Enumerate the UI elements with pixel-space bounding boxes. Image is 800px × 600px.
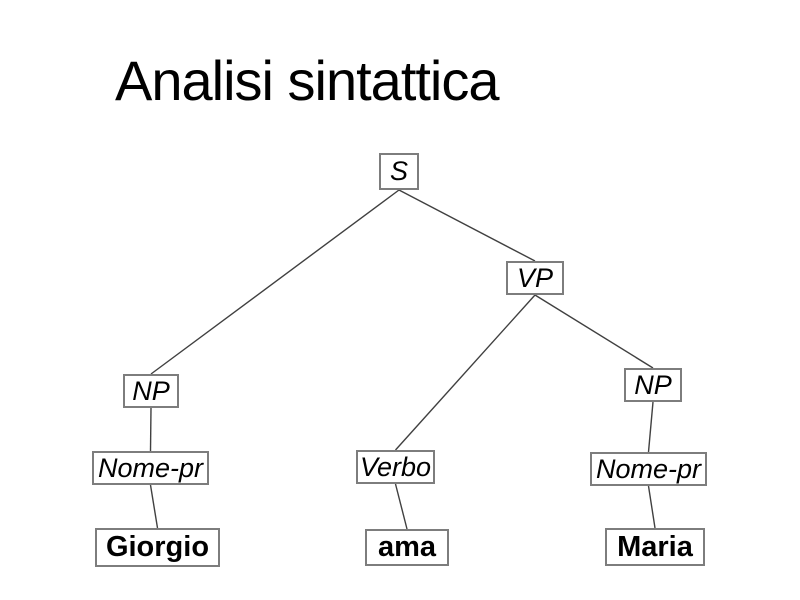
tree-node-giorgio: Giorgio <box>95 528 220 567</box>
tree-edge-nome-pr-left-to-giorgio <box>149 484 159 529</box>
tree-node-verbo: Verbo <box>356 450 435 484</box>
tree-node-vp: VP <box>506 261 564 295</box>
tree-node-nome-pr-right: Nome-pr <box>590 452 707 486</box>
slide-title: Analisi sintattica <box>115 49 500 112</box>
tree-edge-vp-to-np-right <box>534 294 654 369</box>
tree-node-s: S <box>379 153 419 190</box>
tree-edge-np-right-to-nome-pr-right <box>647 401 654 453</box>
tree-node-ama: ama <box>365 529 449 566</box>
tree-node-nome-pr-left: Nome-pr <box>92 451 209 485</box>
tree-node-maria: Maria <box>605 528 705 566</box>
tree-node-np-left: NP <box>123 374 179 408</box>
tree-edge-verbo-to-ama <box>394 483 408 530</box>
tree-edge-np-left-to-nome-pr-left <box>149 407 152 452</box>
tree-node-np-right: NP <box>624 368 682 402</box>
tree-edge-vp-to-verbo <box>394 294 536 451</box>
tree-edge-nome-pr-right-to-maria <box>647 485 656 529</box>
tree-edge-s-to-vp <box>398 189 536 262</box>
tree-edge-s-to-np-left <box>150 189 400 375</box>
